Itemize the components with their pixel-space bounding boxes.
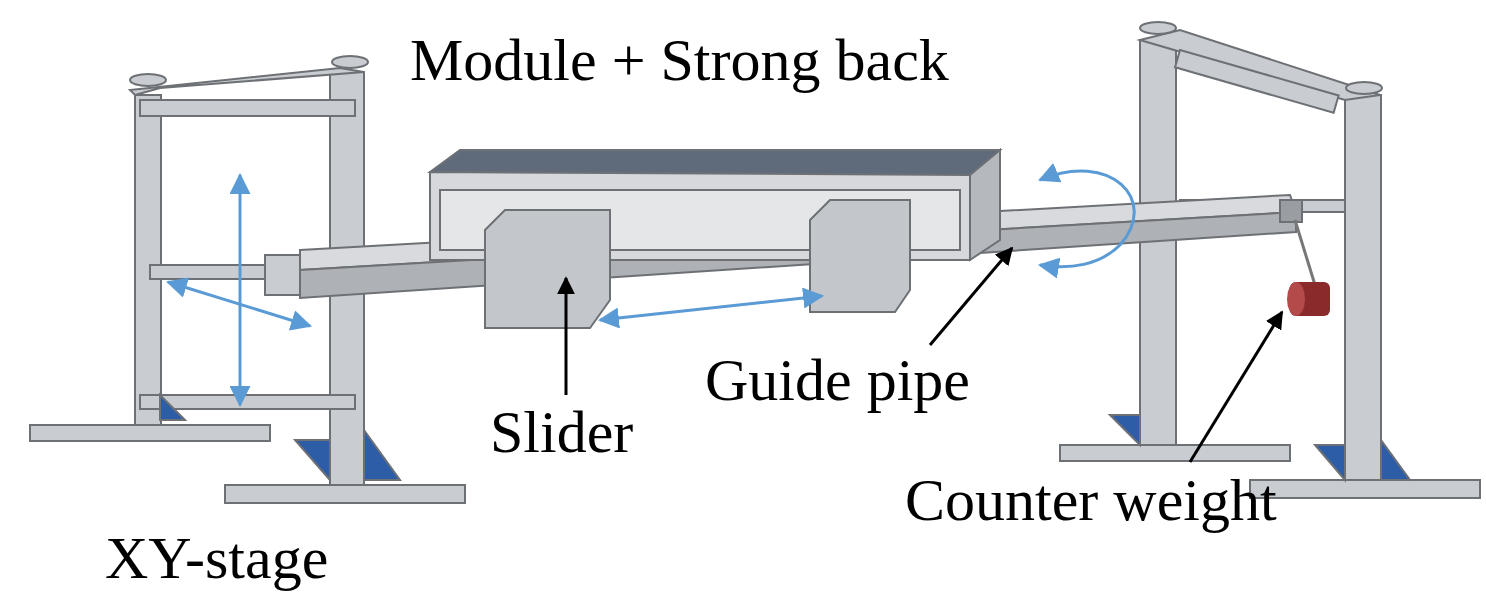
counter-weight xyxy=(1287,282,1330,316)
support-frame xyxy=(1060,22,1480,498)
motion-arrow xyxy=(168,171,1134,405)
part-label: Module + Strong back xyxy=(410,30,949,90)
leader-arrow xyxy=(566,248,1282,462)
part-label: Guide pipe xyxy=(705,350,970,410)
part-label: XY-stage xyxy=(105,528,328,588)
part-label: Slider xyxy=(490,402,633,462)
part-label: Counter weight xyxy=(905,470,1277,530)
slider xyxy=(485,200,910,328)
